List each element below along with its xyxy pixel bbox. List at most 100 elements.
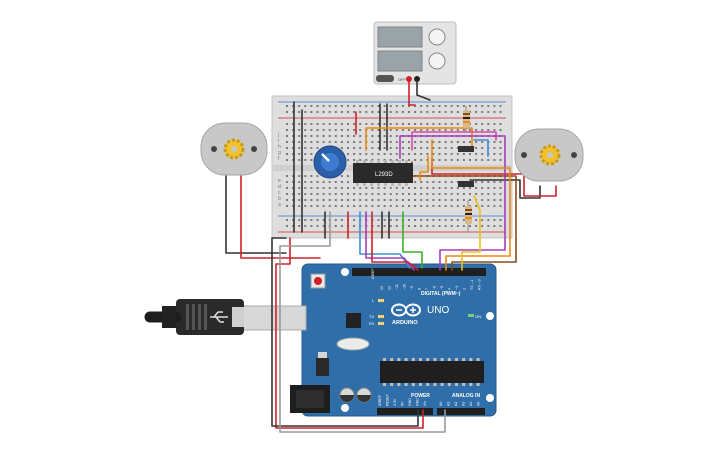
negative-terminal[interactable] [414,76,420,82]
power-pin-label: RESET [386,393,390,406]
power-pin-label: 3.3V [393,398,397,406]
analog-pin-label: A1 [447,402,451,406]
digital-pin-label: 4 [448,288,452,290]
l293d-ic[interactable]: L293D [353,160,413,186]
wire-digital-green[interactable] [402,211,423,269]
slide-switch-top[interactable] [458,146,474,152]
analog-pin-label: A5 [477,402,481,406]
wire-blue-short[interactable] [473,139,489,157]
wire-motor-left-a[interactable] [225,175,287,254]
digital-pin-label: ~10 [403,284,407,290]
analog-header[interactable] [437,408,485,415]
row-letter-j: j [277,132,279,138]
voltage-regulator [316,358,329,376]
power-pin-label: IOREF [378,394,382,406]
wire-supply-negative[interactable] [416,80,431,101]
usb-chip [346,313,361,328]
row-letter-d: d [278,184,281,190]
wire-motor-left-b[interactable] [240,175,321,259]
digital-pin-label: 7 [425,288,429,290]
current-display [377,50,423,72]
digital-pin-label: 12 [388,286,392,290]
power-switch[interactable] [376,75,394,82]
analog-pin-label: A4 [469,402,473,406]
usb-cable[interactable] [144,299,307,335]
atmega-chip [380,361,484,383]
power-supply[interactable]: OFF [373,21,457,85]
rx-led-label: RX [369,321,375,326]
wire-motor-right-a[interactable] [469,179,541,199]
power-off-label: OFF [398,77,407,82]
tx-led-label: TX [369,314,374,319]
digital-pin-label: ~11 [395,284,399,290]
tx-led [378,315,384,318]
wire-digital-purple[interactable] [365,211,415,271]
digital-header[interactable] [352,268,486,276]
wire-digital-blue[interactable] [359,211,411,269]
wire-orange-top[interactable] [365,127,473,151]
wire-analog[interactable] [279,211,446,433]
resistor-top[interactable] [463,106,470,132]
wire-purple-long[interactable] [399,135,506,271]
digital-pin-label: RX←0 [478,279,482,290]
power-label: POWER [411,393,430,399]
reset-button-cap[interactable] [314,277,322,285]
digital-label: DIGITAL (PWM~) [421,291,461,297]
arduino-logo [391,303,421,317]
model-label: UNO [427,305,449,316]
row-letter-f: f [278,156,280,162]
on-led [468,314,474,317]
wire-supply-positive[interactable] [408,80,416,106]
slide-switch-bottom[interactable] [458,181,474,187]
wire-orange-long[interactable] [431,139,511,271]
aref-label: AREF [370,268,375,279]
row-letter-h: h [278,144,281,150]
analog-label: ANALOG IN [452,393,480,399]
row-letter-g: g [278,150,281,156]
power-header[interactable] [377,408,433,415]
wire-yellow[interactable] [461,195,481,271]
l-led [378,299,384,302]
digital-pin-label: TX→1 [470,280,474,290]
breadboard-row-letters: j i h g f e d c b a [277,132,281,208]
usb-port [239,305,307,331]
wire-5v[interactable] [275,237,424,429]
mounting-hole [341,268,349,276]
mounting-hole [341,404,349,412]
mounting-hole [486,312,494,320]
power-pin-label: GND [416,398,420,406]
l-led-label: L [372,298,375,303]
wire-digital-red[interactable] [371,211,419,271]
analog-pin-label: A2 [454,402,458,406]
gear-icon [223,138,245,160]
voltage-knob[interactable] [428,28,446,46]
row-letter-a: a [278,202,281,208]
atmega-pins [383,358,480,386]
digital-pin-label: 2 [463,288,467,290]
wire-gnd[interactable] [271,237,419,427]
positive-terminal[interactable] [406,76,412,82]
voltage-display [377,26,423,48]
digital-pin-label: ~6 [433,286,437,290]
crystal [336,337,370,351]
power-pin-label: Vin [423,401,427,406]
row-letter-c: c [278,190,281,196]
digital-pin-label: ~9 [410,286,414,290]
ic-pins [356,160,408,186]
wire-motor-right-b[interactable] [431,157,557,197]
dc-motor-left[interactable] [200,122,268,176]
dc-motor-right[interactable] [514,128,584,182]
wire-orange-short[interactable] [419,155,429,181]
wires[interactable] [225,80,557,433]
current-knob[interactable] [428,52,446,70]
row-letter-i: i [278,138,279,144]
brand-label: ARDUINO [392,320,418,326]
gear-icon [539,144,561,166]
digital-pin-label: ~5 [440,286,444,290]
potentiometer[interactable] [313,145,347,179]
resistor-bottom[interactable] [465,200,472,232]
